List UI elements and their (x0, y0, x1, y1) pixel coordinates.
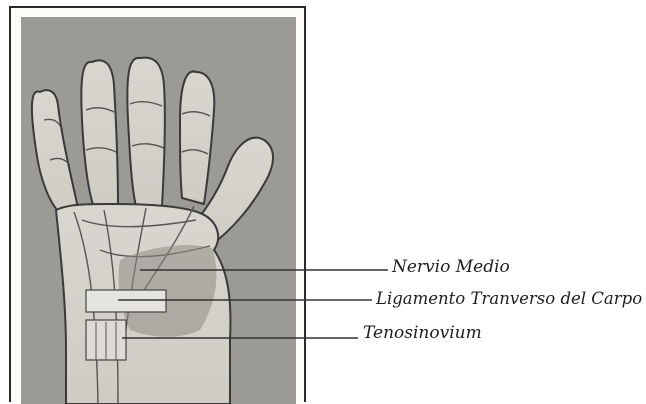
label-transverse-carpal-ligament: Ligamento Tranverso del Carpo (376, 291, 642, 308)
label-tenosynovium: Tenosinovium (363, 325, 482, 342)
ligament-band (86, 290, 166, 312)
hand-outline (32, 58, 273, 404)
label-median-nerve: Nervio Medio (392, 259, 510, 276)
